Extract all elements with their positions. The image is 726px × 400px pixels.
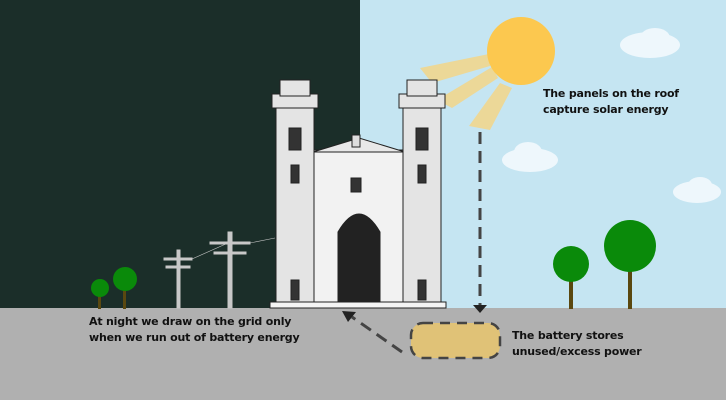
solar-caption-line1: The panels on the roof [543, 87, 679, 100]
sun-icon [487, 17, 555, 85]
grid-caption: At night we draw on the grid only when w… [89, 314, 300, 346]
grid-caption-line1: At night we draw on the grid only [89, 315, 292, 328]
cloud-icon [502, 142, 558, 172]
solar-caption: The panels on the roof capture solar ene… [543, 86, 679, 118]
chapel-illustration [269, 79, 447, 309]
battery-to-chapel-arrow [342, 311, 403, 354]
cloud-icon [673, 177, 721, 203]
battery-caption-line1: The battery stores [512, 329, 624, 342]
battery-caption-line2: unused/excess power [512, 345, 642, 358]
solar-to-battery-arrow [473, 132, 487, 313]
sun-rays [420, 54, 512, 130]
tree-icon [91, 220, 656, 309]
cloud-icon [620, 28, 680, 58]
solar-caption-line2: capture solar energy [543, 103, 669, 116]
grid-caption-line2: when we run out of battery energy [89, 331, 300, 344]
battery-caption: The battery stores unused/excess power [512, 328, 642, 360]
battery-icon [409, 321, 502, 360]
power-poles [163, 231, 276, 309]
